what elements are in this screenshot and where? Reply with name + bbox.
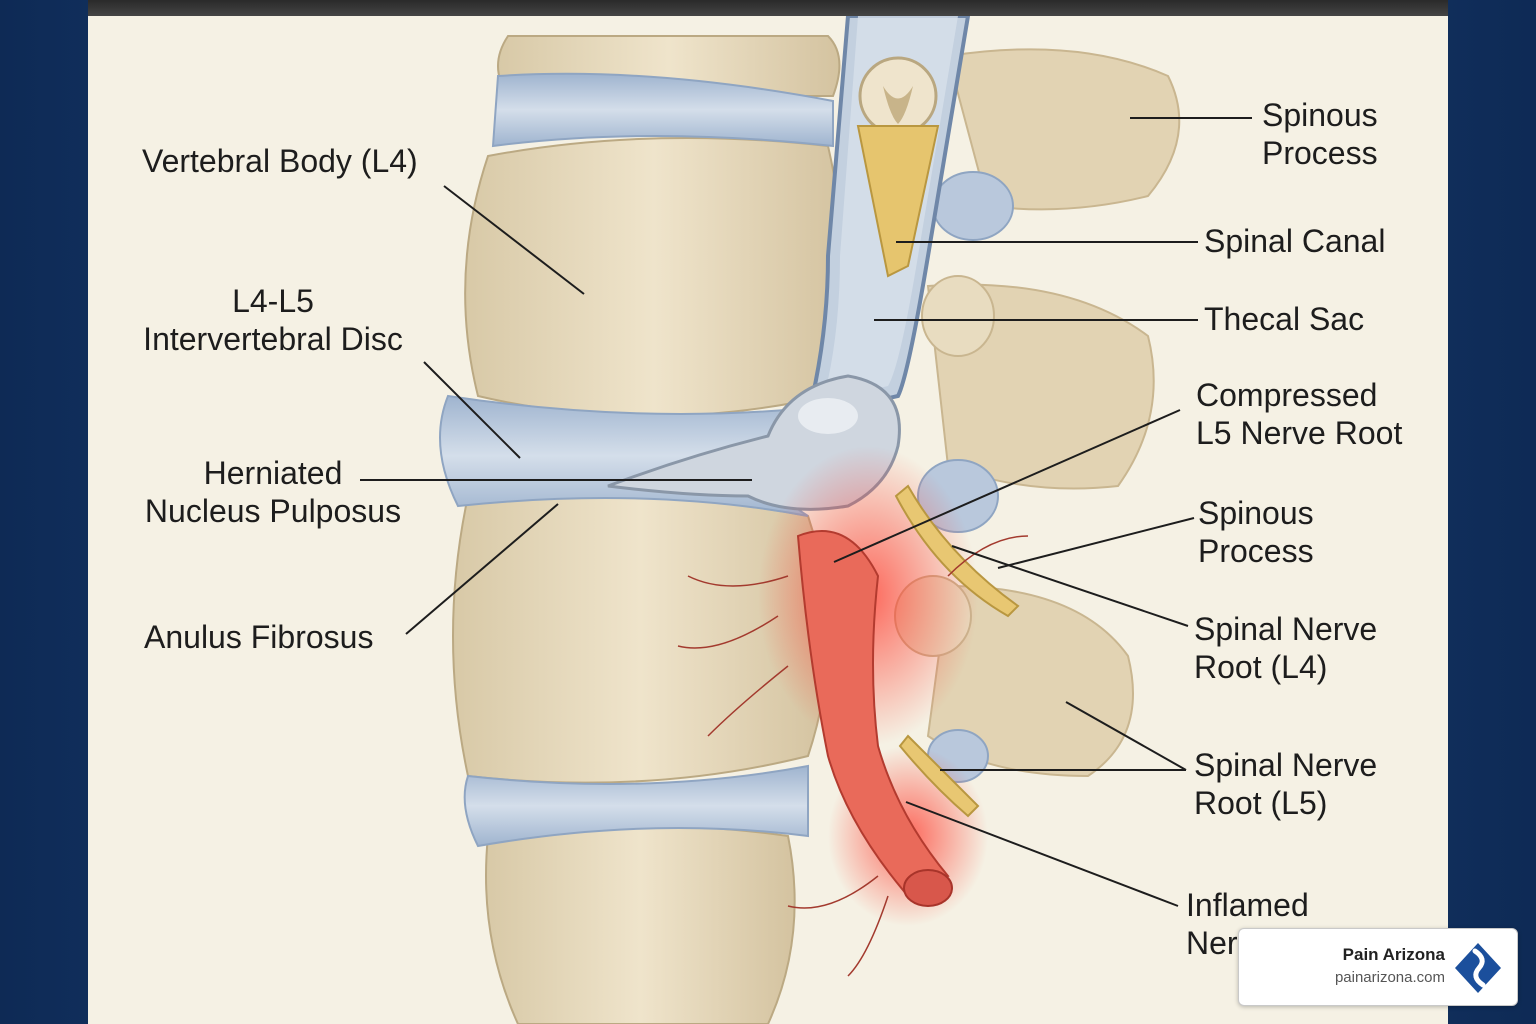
label-compressed-line1: Compressed — [1196, 377, 1378, 413]
label-inflamed-line2: Ner — [1186, 925, 1238, 961]
label-anulus: Anulus Fibrosus — [144, 619, 374, 655]
label-spinous-top: Spinous Process — [1262, 96, 1378, 172]
leader-disc — [423, 361, 521, 459]
top-bar — [88, 0, 1448, 16]
label-spinous-top-line1: Spinous — [1262, 97, 1378, 133]
yellow-nerve-roots — [894, 484, 1020, 818]
vertebral-bodies — [452, 35, 844, 1024]
leader-root-l4 — [951, 545, 1189, 627]
compressed-nerve-root — [796, 530, 953, 907]
label-root-l4-line1: Spinal Nerve — [1194, 611, 1378, 647]
spinal-cord — [856, 56, 940, 278]
brand-name: Pain Arizona — [1342, 945, 1445, 964]
label-spinous-top-line2: Process — [1262, 135, 1378, 171]
label-compressed: Compressed L5 Nerve Root — [1196, 376, 1402, 452]
brand-badge[interactable]: Pain Arizona painarizona.com — [1238, 928, 1518, 1006]
label-disc-line2: Intervertebral Disc — [143, 321, 403, 357]
spine-logo-icon — [1455, 943, 1501, 993]
leader-root-l5-a — [1065, 701, 1187, 771]
label-thecal-sac: Thecal Sac — [1204, 301, 1365, 337]
leader-anulus — [405, 503, 559, 635]
leader-vertebral-body — [443, 185, 585, 295]
label-herniated-line1: Herniated — [203, 455, 343, 491]
label-compressed-line2: L5 Nerve Root — [1196, 415, 1403, 451]
brand-url: painarizona.com — [1334, 969, 1445, 986]
spine-illustration — [360, 16, 1252, 1024]
label-spinous-mid-line2: Process — [1198, 533, 1314, 569]
label-inflamed: Inflamed Ner — [1186, 886, 1309, 962]
label-root-l4-line2: Root (L4) — [1194, 649, 1328, 685]
label-vertebral-body: Vertebral Body (L4) — [142, 143, 418, 179]
label-herniated-line2: Nucleus Pulposus — [144, 493, 402, 529]
label-spinal-canal: Spinal Canal — [1204, 223, 1386, 259]
leader-lines — [360, 117, 1252, 907]
vessels — [677, 535, 1029, 977]
label-root-l4: Spinal Nerve Root (L4) — [1194, 610, 1377, 686]
label-root-l5-line1: Spinal Nerve — [1194, 747, 1378, 783]
label-inflamed-line1: Inflamed — [1186, 887, 1309, 923]
label-root-l5: Spinal Nerve Root (L5) — [1194, 746, 1377, 822]
label-spinous-mid-line1: Spinous — [1198, 495, 1314, 531]
diagram-panel: Vertebral Body (L4) L4-L5 Intervertebral… — [88, 16, 1448, 1024]
leader-inflamed — [905, 801, 1179, 907]
label-disc: L4-L5 Intervertebral Disc — [128, 282, 418, 358]
label-disc-line1: L4-L5 — [232, 283, 314, 319]
label-root-l5-line2: Root (L5) — [1194, 785, 1328, 821]
leader-spinous-mid — [997, 517, 1195, 569]
label-spinous-mid: Spinous Process — [1198, 494, 1314, 570]
label-herniated: Herniated Nucleus Pulposus — [128, 454, 418, 530]
leader-compressed — [833, 409, 1181, 563]
